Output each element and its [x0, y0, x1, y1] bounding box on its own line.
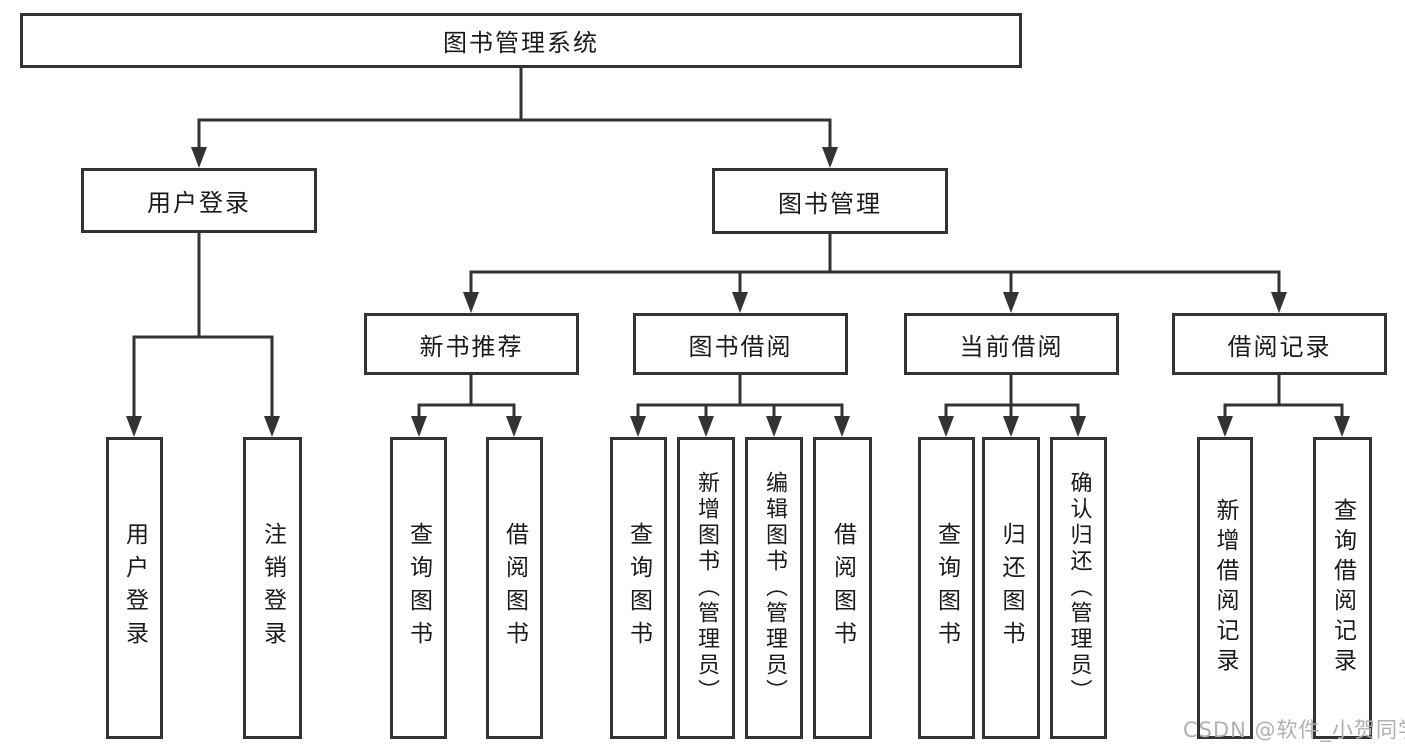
leaf-query-books-recommend: 查询图书	[390, 437, 447, 739]
leaf-user-login-label: 用户登录	[121, 522, 148, 654]
node-book-management: 图书管理	[712, 168, 948, 234]
connector-current-borrowing-to-leaves	[938, 373, 1086, 437]
leaf-query-books-borrowing-label: 查询图书	[625, 522, 652, 654]
leaf-borrow-books-recommend: 借阅图书	[486, 437, 543, 739]
leaf-logout: 注销登录	[243, 437, 302, 739]
connector-root-to-level2	[191, 66, 838, 168]
node-book-borrowing: 图书借阅	[633, 313, 848, 375]
leaf-add-book-admin-label: 新增图书（管理员）	[694, 471, 719, 705]
node-borrow-records: 借阅记录	[1172, 313, 1387, 375]
node-user-login: 用户登录	[81, 168, 317, 233]
leaf-query-books-current-label: 查询图书	[933, 522, 960, 654]
connector-borrow-records-to-leaves	[1217, 373, 1350, 437]
node-book-borrowing-label: 图书借阅	[688, 332, 793, 361]
leaf-query-books-borrowing: 查询图书	[610, 437, 667, 739]
node-user-login-label: 用户登录	[147, 189, 251, 217]
leaf-return-books-label: 归还图书	[998, 522, 1024, 654]
leaf-add-borrow-record-label: 新增借阅记录	[1212, 498, 1238, 678]
node-current-borrowing-label: 当前借阅	[959, 332, 1064, 361]
leaf-query-borrow-record-label: 查询借阅记录	[1329, 498, 1356, 678]
leaf-borrow-books-borrowing: 借阅图书	[813, 437, 872, 739]
node-new-book-recommend: 新书推荐	[364, 313, 579, 375]
connector-new-book-recommend-to-leaves	[411, 373, 522, 437]
leaf-query-books-recommend-label: 查询图书	[405, 522, 432, 654]
leaf-edit-book-admin-label: 编辑图书（管理员）	[762, 471, 787, 705]
leaf-user-login: 用户登录	[106, 437, 163, 739]
leaf-query-borrow-record: 查询借阅记录	[1313, 437, 1372, 739]
connector-book-management-to-level3	[463, 231, 1287, 313]
leaf-return-books: 归还图书	[982, 437, 1040, 739]
leaf-logout-label: 注销登录	[259, 522, 286, 654]
leaf-add-book-admin: 新增图书（管理员）	[677, 437, 735, 739]
node-borrow-records-label: 借阅记录	[1227, 332, 1332, 361]
leaf-confirm-return-admin: 确认归还（管理员）	[1050, 437, 1107, 739]
leaf-edit-book-admin: 编辑图书（管理员）	[745, 437, 803, 739]
node-library-system: 图书管理系统	[20, 13, 1022, 68]
node-book-management-label: 图书管理	[778, 189, 882, 218]
leaf-confirm-return-admin-label: 确认归还（管理员）	[1066, 471, 1092, 705]
leaf-query-books-current: 查询图书	[918, 437, 975, 739]
leaf-add-borrow-record: 新增借阅记录	[1197, 437, 1253, 739]
node-current-borrowing: 当前借阅	[904, 313, 1119, 375]
leaf-borrow-books-recommend-label: 借阅图书	[501, 522, 528, 654]
connector-book-borrowing-to-leaves	[630, 373, 850, 437]
connector-user-login-to-leaves	[126, 231, 280, 437]
leaf-borrow-books-borrowing-label: 借阅图书	[829, 522, 856, 654]
node-new-book-recommend-label: 新书推荐	[419, 332, 524, 361]
node-library-system-label: 图书管理系统	[443, 29, 599, 57]
csdn-watermark: CSDN @软件_小贺同学	[1183, 718, 1405, 742]
